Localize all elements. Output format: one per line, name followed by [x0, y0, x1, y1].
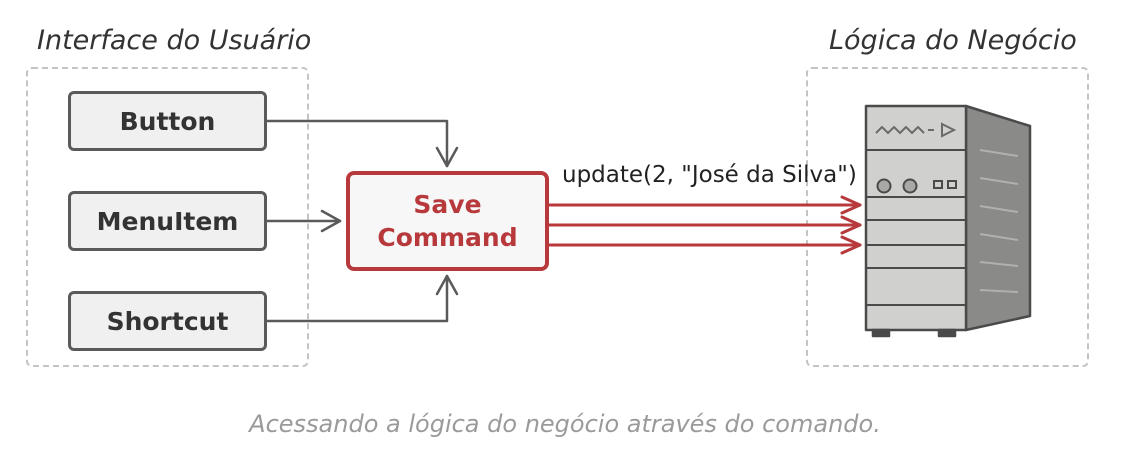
button-to-command-arrowhead	[435, 146, 459, 168]
button-element-box: Button	[68, 91, 267, 151]
server-side-grill-1	[979, 149, 1019, 157]
button-to-command-line	[265, 119, 449, 168]
server-side-grill-3	[979, 205, 1019, 213]
save-command-label-line1: Save	[413, 190, 482, 219]
command-call-arrowhead-2	[840, 215, 862, 235]
server-foot-left	[871, 328, 891, 338]
save-command-box: Save Command	[346, 171, 549, 271]
figure-caption: Acessando a lógica do negócio através do…	[249, 410, 881, 438]
command-call-arrowhead-1	[840, 195, 862, 215]
update-call-label: update(2, "José da Silva")	[562, 162, 857, 188]
server-side-grill-2	[979, 177, 1019, 185]
save-command-label-line2: Command	[377, 223, 518, 252]
server-led-2	[947, 180, 957, 189]
server-led-1	[933, 180, 943, 189]
shortcut-to-command-line	[265, 274, 449, 323]
server-side-panel	[964, 104, 1032, 332]
menuitem-element-box: MenuItem	[68, 191, 267, 251]
shortcut-element-box: Shortcut	[68, 291, 267, 351]
business-logic-group-frame	[806, 67, 1089, 367]
server-play-icon	[941, 122, 957, 138]
server-button-2	[902, 178, 918, 194]
server-side-grill-4	[979, 233, 1019, 241]
ui-group-title: Interface do Usuário	[37, 25, 312, 56]
server-side-grill-6	[979, 289, 1019, 293]
server-foot-right	[937, 328, 957, 338]
command-call-arrowhead-3	[840, 235, 862, 255]
server-waveform-icon	[875, 125, 925, 135]
ui-group-frame	[26, 67, 309, 367]
shortcut-to-command-arrowhead	[435, 274, 459, 296]
business-logic-group-title: Lógica do Negócio	[829, 25, 1077, 56]
server-front-panel	[864, 104, 968, 332]
server-side-grill-5	[979, 261, 1019, 267]
menuitem-to-command-arrowhead	[320, 209, 342, 233]
server-button-1	[876, 178, 892, 194]
